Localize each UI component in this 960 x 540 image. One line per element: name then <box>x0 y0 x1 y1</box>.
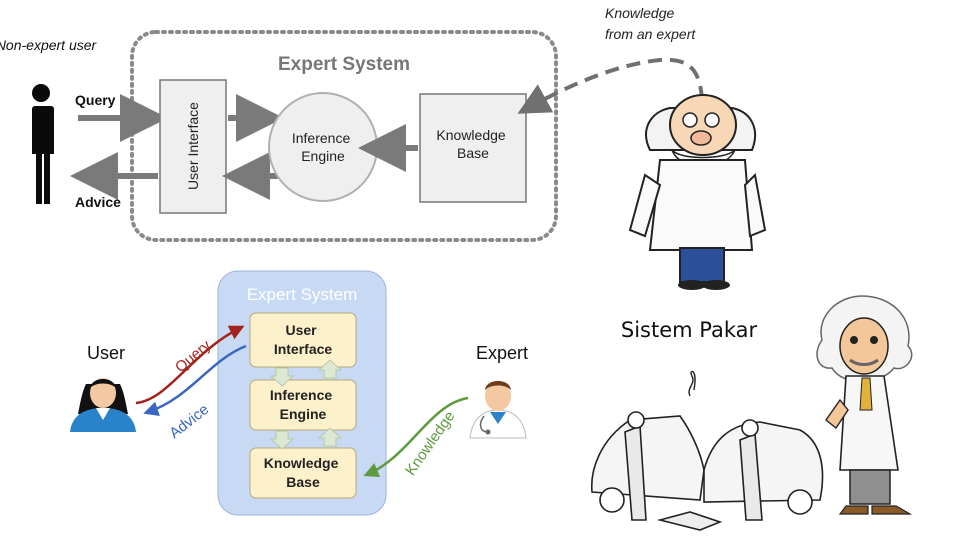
bottom-knowledge-base-line-2: Base <box>286 474 320 490</box>
bottom-knowledge-arrow <box>363 396 469 477</box>
top-inference-engine-line-1: Inference <box>292 130 351 146</box>
bottom-user-interface-line-2: Interface <box>274 341 333 357</box>
bottom-inference-engine-box <box>249 379 357 431</box>
professor-cartoon-icon <box>628 94 767 290</box>
top-knowledge-base-box <box>419 93 527 203</box>
expert-doctor-icon <box>469 381 527 439</box>
bottom-inference-engine-label: Inference Engine <box>270 387 336 422</box>
bottom-inference-engine-line-2: Engine <box>280 406 327 422</box>
bottom-inner-arrows <box>269 359 343 450</box>
einstein-cartoon-icon <box>816 295 913 515</box>
bottom-knowledge-label: Knowledge <box>402 408 459 479</box>
bottom-user-interface-box <box>249 312 357 368</box>
top-system-title: Expert System <box>278 54 410 75</box>
expert-knowledge-dashed-arrow <box>517 57 704 114</box>
engine-down-arrow <box>269 430 295 450</box>
top-knowledge-base-line-2: Base <box>457 145 489 161</box>
top-query-label: Query <box>75 92 116 108</box>
bottom-user-interface-line-1: User <box>285 322 317 338</box>
top-inference-engine-line-2: Engine <box>301 148 345 164</box>
top-knowledge-base-label: Knowledge Base <box>436 127 509 161</box>
bottom-advice-label: Advice <box>166 401 212 442</box>
bottom-expert-label: Expert <box>476 343 528 363</box>
expert-knowledge-label: Knowledge from an expert <box>605 5 696 42</box>
top-user-interface-box <box>159 79 227 214</box>
top-inference-engine-circle <box>268 92 378 202</box>
bottom-user-label: User <box>87 343 125 363</box>
top-inference-engine-label: Inference Engine <box>292 130 354 164</box>
top-advice-label: Advice <box>75 194 121 210</box>
ui-down-arrow <box>269 367 295 387</box>
bottom-query-arrow <box>135 325 245 405</box>
bottom-inference-engine-line-1: Inference <box>270 387 332 403</box>
bottom-knowledge-base-line-1: Knowledge <box>264 455 339 471</box>
sistem-pakar-caption: Sistem Pakar <box>621 318 758 342</box>
non-expert-user-icon <box>31 84 54 204</box>
bottom-knowledge-base-box <box>249 447 357 499</box>
car-accident-sketch-icon <box>590 370 824 531</box>
top-knowledge-base-line-1: Knowledge <box>436 127 505 143</box>
bottom-knowledge-base-label: Knowledge Base <box>264 455 343 490</box>
expert-knowledge-line-1: Knowledge <box>605 5 674 21</box>
bottom-user-interface-label: User Interface <box>274 322 333 357</box>
bottom-system-title: Expert System <box>247 285 358 304</box>
non-expert-user-label-text: Non-expert user <box>0 37 98 53</box>
non-expert-user-label: Non-expert user <box>0 37 98 53</box>
top-user-interface-label: User Interface <box>185 102 201 190</box>
engine-up-arrow <box>317 359 343 379</box>
kb-up-arrow <box>317 427 343 447</box>
user-avatar-icon <box>70 378 136 432</box>
bottom-advice-arrow <box>143 344 247 416</box>
expert-knowledge-line-2: from an expert <box>605 26 696 42</box>
